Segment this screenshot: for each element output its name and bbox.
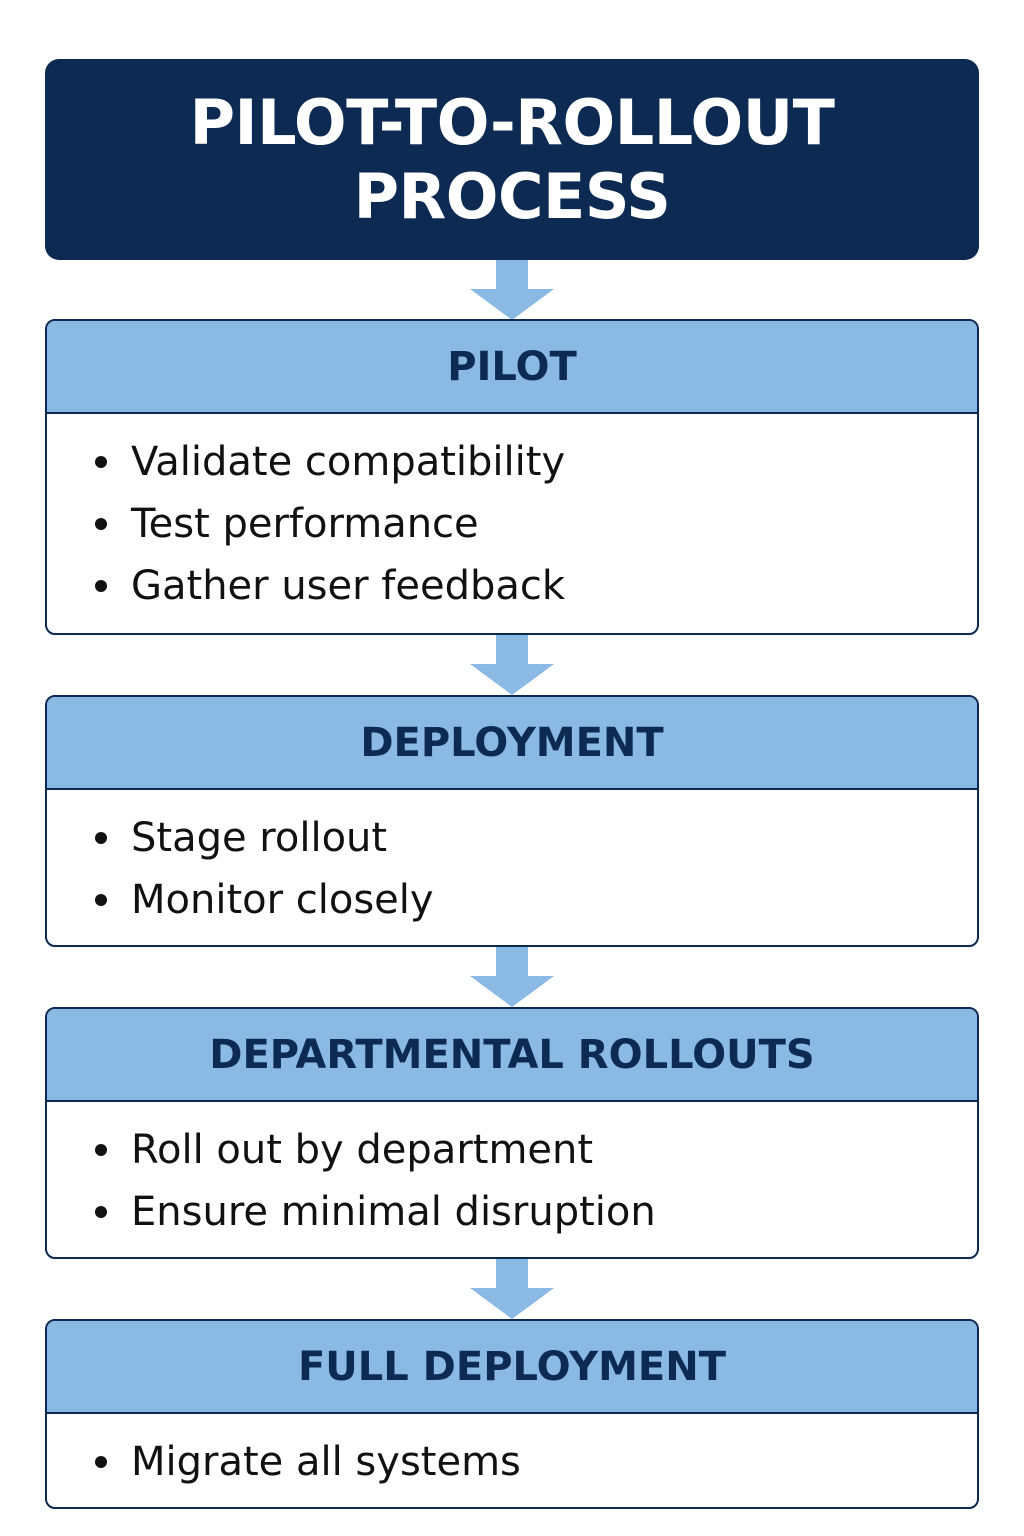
stage-body: Stage rollout Monitor closely: [47, 790, 977, 931]
stage-body: Roll out by department Ensure minimal di…: [47, 1102, 977, 1243]
list-item: Migrate all systems: [91, 1431, 977, 1493]
list-item: Stage rollout: [91, 807, 977, 869]
list-item-text: Test performance: [131, 501, 479, 547]
stage-title: DEPLOYMENT: [360, 719, 664, 766]
stage-title: PILOT: [447, 343, 577, 390]
stage-deployment: DEPLOYMENT Stage rollout Monitor closely: [45, 695, 979, 947]
title-line-1: PILOT-TO-ROLLOUT: [189, 85, 835, 159]
stage-body: Migrate all systems: [47, 1414, 977, 1493]
bullet-icon: [95, 1456, 107, 1468]
stage-header: DEPLOYMENT: [47, 697, 977, 790]
bullet-icon: [95, 1144, 107, 1156]
list-item-text: Gather user feedback: [131, 563, 566, 609]
list-item: Validate compatibility: [91, 431, 977, 493]
list-item-text: Monitor closely: [131, 877, 434, 923]
title-box: PILOT-TO-ROLLOUT PROCESS: [45, 59, 979, 260]
stage-full-deployment: FULL DEPLOYMENT Migrate all systems: [45, 1319, 979, 1509]
bullet-icon: [95, 894, 107, 906]
stage-body: Validate compatibility Test performance …: [47, 414, 977, 617]
bullet-icon: [95, 832, 107, 844]
title-line-2: PROCESS: [353, 159, 671, 233]
list-item-text: Roll out by department: [131, 1127, 594, 1173]
list-item: Gather user feedback: [91, 555, 977, 617]
list-item-text: Migrate all systems: [131, 1439, 521, 1485]
list-item: Monitor closely: [91, 869, 977, 931]
stage-header: DEPARTMENTAL ROLLOUTS: [47, 1009, 977, 1102]
down-arrow-icon: [470, 947, 554, 1007]
down-arrow-icon: [470, 260, 554, 320]
down-arrow-icon: [470, 635, 554, 695]
list-item: Roll out by department: [91, 1119, 977, 1181]
bullet-icon: [95, 456, 107, 468]
list-item: Test performance: [91, 493, 977, 555]
stage-departmental-rollouts: DEPARTMENTAL ROLLOUTS Roll out by depart…: [45, 1007, 979, 1259]
list-item-text: Ensure minimal disruption: [131, 1189, 656, 1235]
bullet-icon: [95, 518, 107, 530]
stage-pilot: PILOT Validate compatibility Test perfor…: [45, 319, 979, 635]
bullet-icon: [95, 580, 107, 592]
list-item-text: Stage rollout: [131, 815, 388, 861]
down-arrow-icon: [470, 1259, 554, 1319]
stage-header: FULL DEPLOYMENT: [47, 1321, 977, 1414]
stage-title: DEPARTMENTAL ROLLOUTS: [209, 1031, 815, 1078]
list-item: Ensure minimal disruption: [91, 1181, 977, 1243]
bullet-icon: [95, 1206, 107, 1218]
stage-title: FULL DEPLOYMENT: [297, 1343, 727, 1390]
stage-header: PILOT: [47, 321, 977, 414]
list-item-text: Validate compatibility: [131, 439, 566, 485]
